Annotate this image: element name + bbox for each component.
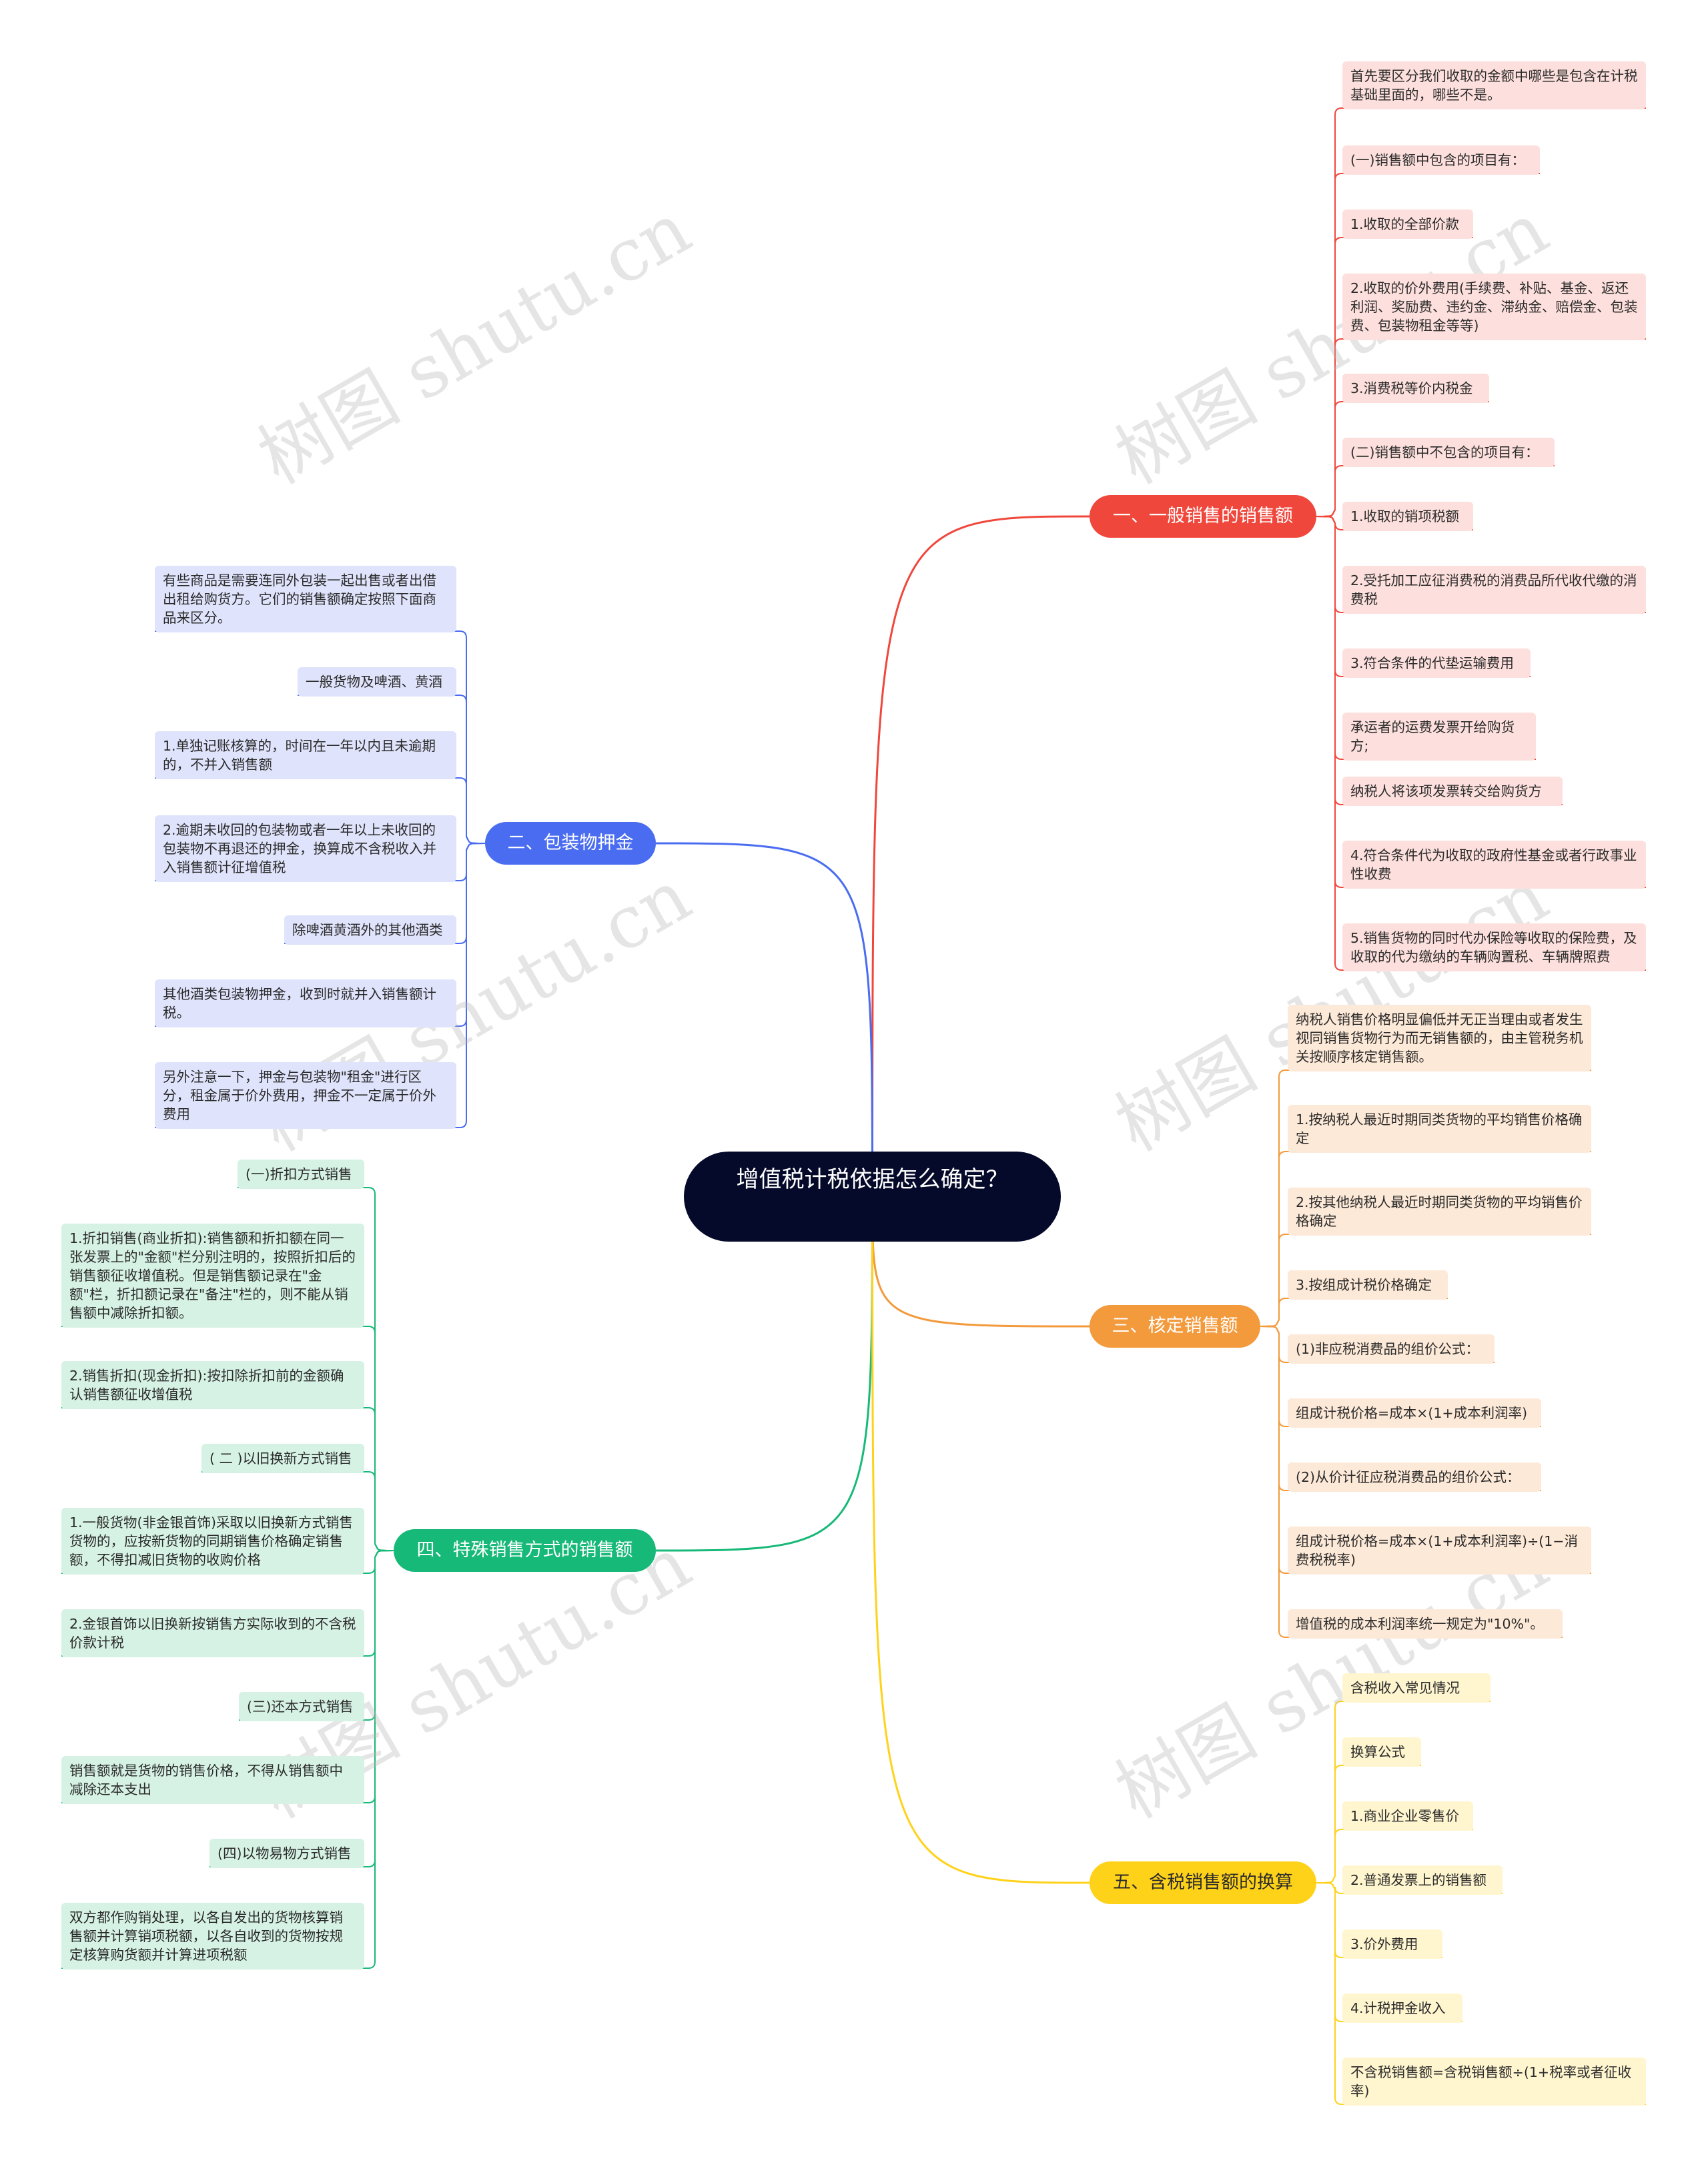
leaf-b4[interactable]: 1.折扣销售(商业折扣):销售额和折扣额在同一张发票上的"金额"栏分别注明的，按… [61, 1224, 364, 1328]
leaf-b4[interactable]: (一)折扣方式销售 [238, 1160, 364, 1189]
leaf-b4[interactable]: (三)还本方式销售 [239, 1692, 364, 1721]
leaf-b3[interactable]: 增值税的成本利润率统一规定为"10%"。 [1288, 1609, 1563, 1639]
leaf-connector [1316, 338, 1646, 517]
branch-connector [655, 1196, 873, 1552]
leaf-b1[interactable]: 4.符合条件代为收取的政府性基金或者行政事业性收费 [1342, 841, 1646, 889]
leaf-connector [1316, 1701, 1490, 1883]
leaf-b3[interactable]: 组成计税价格=成本×(1+成本利润率)÷(1−消费税税率) [1288, 1527, 1591, 1575]
branch-special-sales[interactable]: 四、特殊销售方式的销售额 [394, 1529, 656, 1572]
leaf-b2[interactable]: 2.逾期未收回的包装物或者一年以上未收回的包装物不再退还的押金，换算成不含税收入… [155, 815, 456, 882]
leaf-connector [1260, 1326, 1563, 1638]
leaf-b5[interactable]: 2.普通发票上的销售额 [1342, 1865, 1503, 1895]
leaf-b5[interactable]: 3.价外费用 [1342, 1929, 1442, 1959]
leaf-b1[interactable]: 承运者的运费发票开给购货方; [1342, 713, 1536, 761]
leaf-b1[interactable]: 5.销售货物的同时代办保险等收取的保险费，及收取的代为缴纳的车辆购置税、车辆牌照… [1342, 923, 1646, 971]
branch-tax-inclusive-conversion[interactable]: 五、含税销售额的换算 [1090, 1861, 1316, 1904]
leaf-b3[interactable]: 1.按纳税人最近时期同类货物的平均销售价格确定 [1288, 1105, 1591, 1153]
leaf-connector [1316, 1882, 1646, 2105]
leaf-b1[interactable]: (一)销售额中包含的项目有： [1342, 145, 1540, 175]
branch-general-sales[interactable]: 一、一般销售的销售额 [1090, 495, 1316, 538]
leaf-connector [1260, 1151, 1591, 1327]
leaf-b5[interactable]: 含税收入常见情况 [1342, 1673, 1490, 1703]
leaf-b2[interactable]: 一般货物及啤酒、黄酒 [298, 667, 456, 697]
leaf-b1[interactable]: 3.消费税等价内税金 [1342, 374, 1489, 403]
leaf-b4[interactable]: (四)以物易物方式销售 [209, 1839, 364, 1868]
branch-connector [871, 1196, 1090, 1884]
leaf-b4[interactable]: 1.一般货物(非金银首饰)采取以旧换新方式销售货物的，应按新货物的同期销售价格确… [61, 1508, 364, 1575]
leaf-b1[interactable]: 2.受托加工应征消费税的消费品所代收代缴的消费税 [1342, 566, 1646, 614]
leaf-connector [155, 843, 486, 1128]
leaf-b4[interactable]: 2.金银首饰以旧换新按销售方实际收到的不含税价款计税 [61, 1609, 364, 1657]
leaf-b5[interactable]: 换算公式 [1342, 1737, 1421, 1767]
leaf-b3[interactable]: 组成计税价格=成本×(1+成本利润率) [1288, 1398, 1541, 1428]
leaf-b2[interactable]: 除啤酒黄酒外的其他酒类 [284, 915, 456, 945]
leaf-b3[interactable]: 纳税人销售价格明显偏低并无正当理由或者发生视同销售货物行为而无销售额的，由主管税… [1288, 1005, 1591, 1071]
leaf-b1[interactable]: 3.符合条件的代垫运输费用 [1342, 648, 1531, 678]
leaf-b4[interactable]: 销售额就是货物的销售价格，不得从销售额中减除还本支出 [61, 1756, 364, 1804]
leaf-connector [1316, 516, 1646, 971]
leaf-b2[interactable]: 1.单独记账核算的，时间在一年以内且未逾期的，不并入销售额 [155, 731, 456, 779]
leaf-b1[interactable]: 纳税人将该项发票转交给购货方 [1342, 777, 1563, 806]
leaf-b3[interactable]: (1)非应税消费品的组价公式： [1288, 1334, 1494, 1364]
leaf-b2[interactable]: 其他酒类包装物押金，收到时就并入销售额计税。 [155, 979, 456, 1027]
leaf-b1[interactable]: 首先要区分我们收取的金额中哪些是包含在计税基础里面的，哪些不是。 [1342, 61, 1646, 109]
branch-connector [655, 842, 873, 1197]
leaf-b3[interactable]: 2.按其他纳税人最近时期同类货物的平均销售价格确定 [1288, 1188, 1591, 1236]
leaf-b5[interactable]: 1.商业企业零售价 [1342, 1801, 1473, 1831]
leaf-b4[interactable]: 2.销售折扣(现金折扣):按扣除折扣前的金额确认销售额征收增值税 [61, 1361, 364, 1409]
root-topic[interactable]: 增值税计税依据怎么确定？ [684, 1152, 1061, 1242]
leaf-b4[interactable]: 双方都作购销处理，以各自发出的货物核算销售额并计算销项税额，以各自收到的货物按规… [61, 1903, 364, 1970]
leaf-b1[interactable]: 2.收取的价外费用(手续费、补贴、基金、返还利润、奖励费、违约金、滞纳金、赔偿金… [1342, 274, 1646, 340]
leaf-b2[interactable]: 另外注意一下，押金与包装物"租金"进行区分，租金属于价外费用，押金不一定属于价外… [155, 1062, 456, 1129]
leaf-b4[interactable]: ( 二 )以旧换新方式销售 [201, 1444, 364, 1473]
leaf-b5[interactable]: 不含税销售额=含税销售额÷(1+税率或者征收率) [1342, 2058, 1646, 2106]
branch-connector [871, 515, 1090, 1197]
leaf-b2[interactable]: 有些商品是需要连同外包装一起出售或者出借出租给购货方。它们的销售额确定按照下面商… [155, 566, 456, 632]
leaf-b1[interactable]: (二)销售额中不包含的项目有： [1342, 438, 1555, 467]
leaf-b3[interactable]: (2)从价计征应税消费品的组价公式： [1288, 1462, 1541, 1492]
leaf-b3[interactable]: 3.按组成计税价格确定 [1288, 1270, 1448, 1300]
leaf-b5[interactable]: 4.计税押金收入 [1342, 1994, 1462, 2023]
branch-packaging-deposit[interactable]: 二、包装物押金 [485, 822, 656, 865]
leaf-connector [1260, 1298, 1448, 1327]
leaf-connector [61, 1550, 394, 1969]
leaf-b1[interactable]: 1.收取的全部价款 [1342, 209, 1473, 239]
branch-assessed-sales[interactable]: 三、核定销售额 [1090, 1305, 1260, 1348]
leaf-b1[interactable]: 1.收取的销项税额 [1342, 502, 1473, 531]
